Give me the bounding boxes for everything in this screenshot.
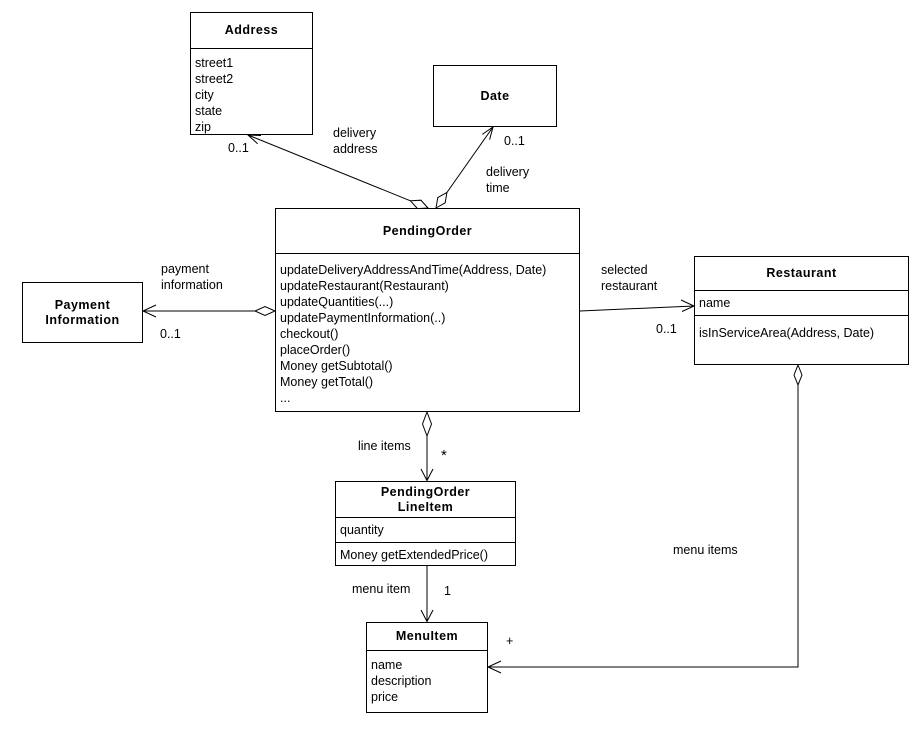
role-label-payment-information: payment information — [161, 262, 223, 292]
open-arrowhead — [246, 134, 262, 145]
class-restaurant: Restaurant name isInServiceArea(Address,… — [694, 256, 909, 365]
class-address: Address street1 street2 city state zip — [190, 12, 313, 135]
attribute-row: price — [371, 690, 399, 704]
class-pendingorder-lineitem-operations: Money getExtendedPrice() — [336, 542, 515, 565]
operation-row: placeOrder() — [280, 343, 351, 357]
class-menuitem-attributes: name description price — [367, 650, 487, 712]
attribute-row: name — [371, 658, 403, 672]
class-pendingorder-lineitem: PendingOrder LineItem quantity Money get… — [335, 481, 516, 566]
multiplicity-payment-information: 0..1 — [160, 327, 181, 341]
association-payment-information — [141, 304, 277, 318]
class-payment-information-title: Payment Information — [45, 297, 120, 327]
operation-row: updateQuantities(...) — [280, 295, 394, 309]
class-pendingorder-lineitem-title: PendingOrder LineItem — [380, 484, 471, 514]
class-restaurant-operations: isInServiceArea(Address, Date) — [695, 315, 908, 364]
attribute-row: description — [371, 674, 432, 688]
operation-row: checkout() — [280, 327, 339, 341]
class-menuitem: MenuItem name description price — [366, 622, 488, 713]
operation-row: updateDeliveryAddressAndTime(Address, Da… — [280, 263, 547, 277]
aggregation-diamond — [253, 305, 277, 317]
multiplicity-menu-items: + — [506, 634, 514, 648]
multiplicity-line-items: * — [441, 447, 447, 464]
operation-row: Money getSubtotal() — [280, 359, 393, 373]
aggregation-diamond — [421, 410, 433, 438]
class-pendingorder-title: PendingOrder — [382, 223, 473, 238]
open-arrowhead — [420, 468, 434, 482]
attribute-row: state — [195, 104, 223, 118]
open-arrowhead — [420, 609, 434, 623]
class-restaurant-title: Restaurant — [766, 266, 837, 280]
association-selected-restaurant — [579, 299, 696, 312]
multiplicity-date: 0..1 — [504, 134, 525, 148]
attribute-row: street2 — [195, 72, 234, 86]
operation-row: Money getTotal() — [280, 375, 374, 389]
operation-row: updateRestaurant(Restaurant) — [280, 279, 449, 293]
role-label-delivery-time: delivery time — [486, 165, 530, 195]
role-label-delivery-address: delivery address — [333, 126, 378, 156]
class-restaurant-attributes: name — [695, 290, 908, 315]
attribute-row: name — [699, 296, 731, 310]
multiplicity-address: 0..1 — [228, 141, 249, 155]
class-date-title: Date — [480, 88, 510, 103]
class-address-title: Address — [224, 23, 279, 37]
association-menu-item — [420, 566, 434, 623]
attribute-row: zip — [195, 120, 211, 134]
class-pendingorder-operations: updateDeliveryAddressAndTime(Address, Da… — [276, 253, 579, 411]
role-label-menu-items: menu items — [673, 543, 738, 557]
role-label-menu-item: menu item — [352, 582, 411, 596]
open-arrowhead — [141, 304, 157, 318]
class-date: Date — [433, 65, 557, 127]
class-pendingorder: PendingOrder updateDeliveryAddressAndTim… — [275, 208, 580, 412]
attribute-row: city — [195, 88, 214, 102]
operation-row: updatePaymentInformation(..) — [280, 311, 446, 325]
class-pendingorder-lineitem-attributes: quantity — [336, 517, 515, 542]
aggregation-diamond — [435, 191, 448, 209]
operation-row: Money getExtendedPrice() — [340, 548, 488, 562]
class-address-attributes: street1 street2 city state zip — [191, 48, 312, 134]
operation-row: ... — [280, 391, 291, 405]
role-label-line-items: line items — [358, 439, 411, 453]
association-delivery-time — [435, 125, 494, 209]
attribute-row: quantity — [340, 523, 384, 537]
open-arrowhead — [482, 125, 494, 140]
operation-row: isInServiceArea(Address, Date) — [699, 326, 875, 340]
attribute-row: street1 — [195, 56, 234, 70]
multiplicity-menu-item: 1 — [444, 584, 451, 598]
association-line-items — [420, 410, 434, 482]
class-payment-information: Payment Information — [22, 282, 143, 343]
aggregation-diamond — [793, 363, 803, 387]
multiplicity-restaurant: 0..1 — [656, 322, 677, 336]
role-label-selected-restaurant: selected restaurant — [601, 263, 658, 293]
open-arrowhead — [486, 660, 502, 674]
class-menuitem-title: MenuItem — [395, 629, 459, 643]
association-menu-items — [486, 363, 803, 674]
